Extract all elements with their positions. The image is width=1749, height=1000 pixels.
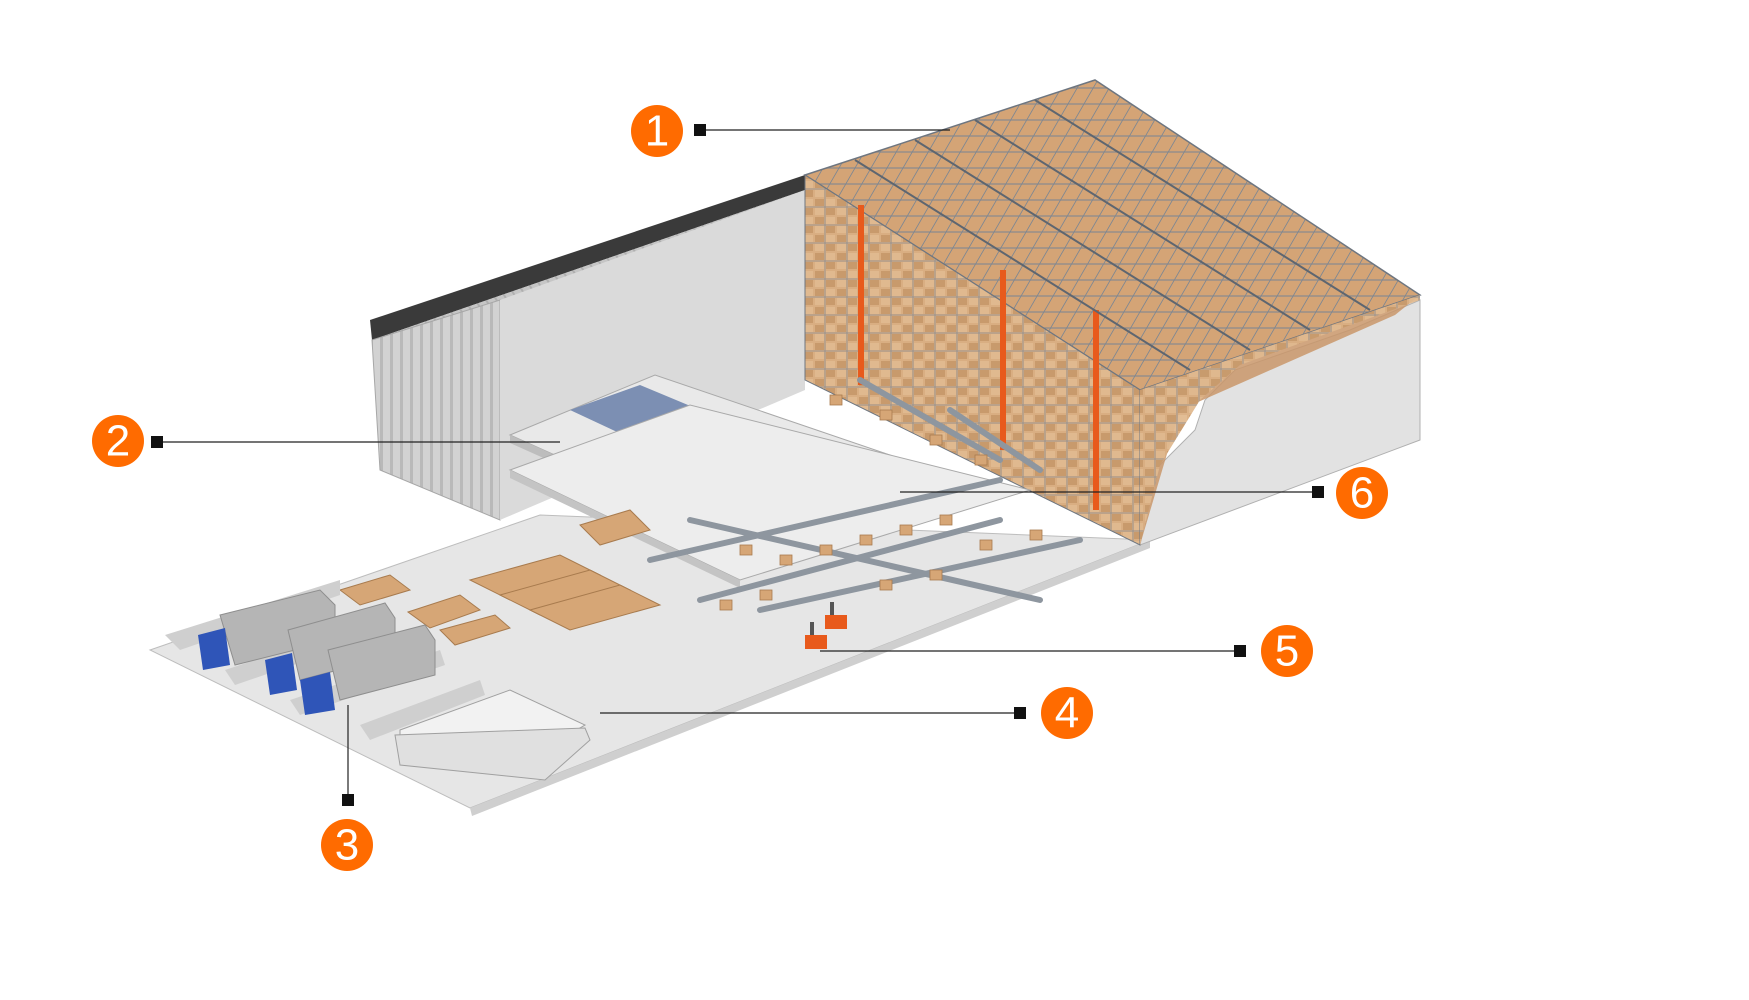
callout-1-label: 1	[645, 107, 669, 156]
callout-6: 6	[1336, 467, 1388, 519]
office-area	[394, 689, 591, 781]
callout-6-label: 6	[1350, 469, 1374, 518]
callout-4-badge	[1041, 687, 1093, 739]
callout-2: 2	[92, 415, 144, 467]
callout-4-label: 4	[1055, 689, 1079, 738]
callout-1: 1	[631, 105, 683, 157]
callout-leaders	[157, 129, 1318, 800]
callout-squares	[151, 124, 1324, 806]
floor-edge	[470, 540, 1150, 816]
floor-pallets	[338, 509, 662, 646]
conveyor-boxes	[719, 394, 1043, 611]
callout-5-badge	[1261, 625, 1313, 677]
callout-3: 3	[321, 819, 373, 871]
truck-icon	[198, 589, 436, 715]
callout-5-label: 5	[1275, 627, 1299, 676]
callout-2-badge	[92, 415, 144, 467]
callout-2-label: 2	[106, 417, 130, 466]
callout-5: 5	[1261, 625, 1313, 677]
callout-3-badge	[321, 819, 373, 871]
callout-4: 4	[1041, 687, 1093, 739]
conveyor-network	[647, 377, 1083, 613]
callout-3-label: 3	[335, 821, 359, 870]
high-bay-racking	[803, 79, 1422, 546]
forklift-icon	[805, 602, 847, 649]
callout-1-badge	[631, 105, 683, 157]
callout-6-badge	[1336, 467, 1388, 519]
roof-edge	[370, 175, 805, 340]
